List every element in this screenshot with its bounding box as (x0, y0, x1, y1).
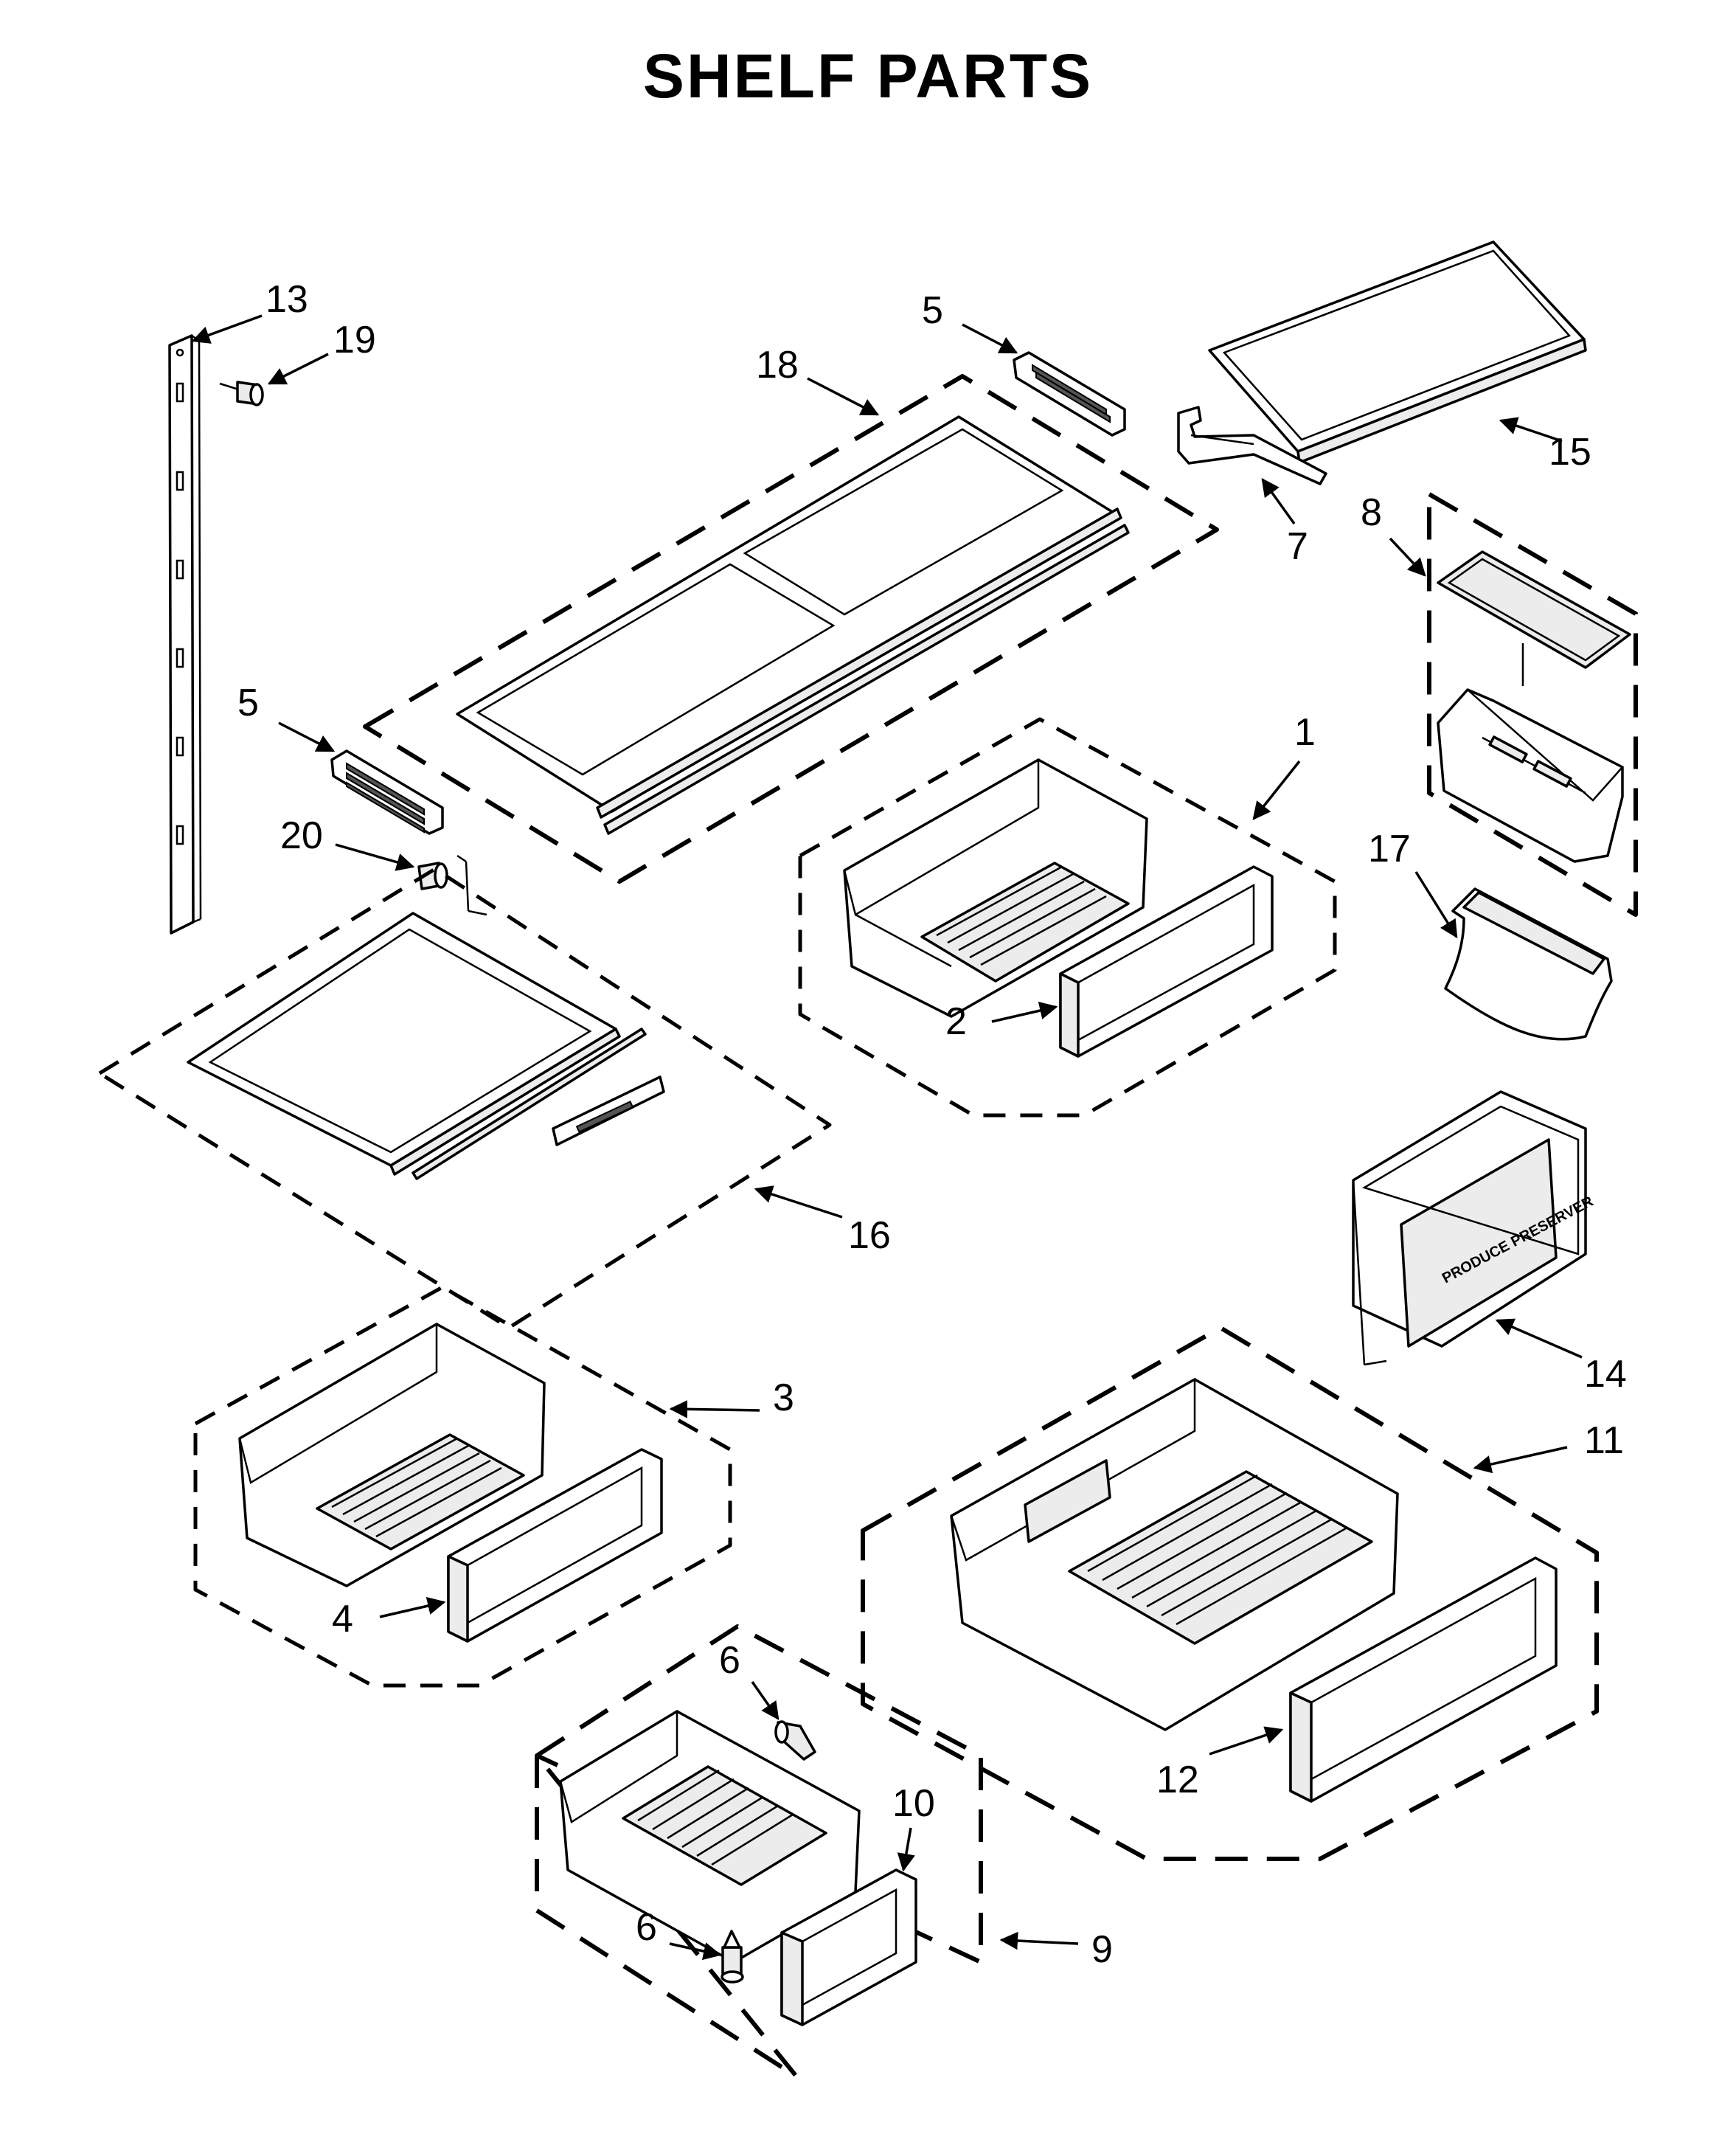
crisper-cover-17 (1444, 887, 1613, 1041)
page-title: SHELF PARTS (642, 41, 1094, 111)
drawer-front-12 (1289, 1556, 1558, 1803)
callout-leaders (191, 314, 1583, 1961)
drawer-assembly-9 (535, 1624, 983, 2079)
callout-6-upper: 6 (719, 1639, 740, 1682)
callout-19: 19 (333, 319, 376, 361)
shelf-assembly-18 (363, 374, 1219, 884)
drawer-front-10 (780, 1868, 917, 2026)
callout-15: 15 (1549, 431, 1591, 474)
callout-10: 10 (892, 1782, 935, 1825)
callout-5-upper: 5 (922, 289, 943, 332)
shelf-bracket-5-upper (1013, 351, 1126, 437)
drawer-front-2 (1059, 865, 1274, 1058)
callout-13: 13 (265, 278, 308, 321)
screw-6-lower (721, 1930, 744, 1984)
produce-preserver-14: PRODUCE PRESERVER (1352, 1090, 1597, 1366)
callout-11: 11 (1584, 1419, 1624, 1462)
shelf-ladder-rail (168, 334, 202, 935)
callout-16: 16 (848, 1214, 891, 1257)
drawer-front-4 (447, 1448, 663, 1643)
callout-7: 7 (1287, 525, 1308, 568)
callout-17: 17 (1368, 828, 1411, 870)
screw-20 (417, 854, 487, 916)
callout-1: 1 (1294, 711, 1316, 754)
callout-12: 12 (1156, 1759, 1199, 1801)
callout-6-lower: 6 (636, 1906, 657, 1949)
callout-9: 9 (1091, 1928, 1113, 1971)
callout-4: 4 (332, 1598, 353, 1641)
drawer-assembly-3 (193, 1285, 732, 1688)
callout-8: 8 (1361, 491, 1382, 534)
callout-labels: 13 19 18 5 15 7 8 5 1 20 17 2 16 14 3 11… (237, 278, 1627, 1971)
callout-14: 14 (1584, 1353, 1627, 1396)
callout-5-lower: 5 (237, 682, 259, 724)
glass-shelf-15 (1208, 240, 1587, 464)
door-bin-assembly-8 (1427, 492, 1638, 917)
shelf-assembly-16 (97, 867, 832, 1330)
screw-19 (219, 381, 264, 406)
crisper-drawer-assembly-11 (861, 1326, 1599, 1861)
shelf-bracket-5-lower (330, 749, 444, 835)
crisper-drawer-assembly-1 (798, 717, 1337, 1118)
callout-3: 3 (773, 1376, 794, 1419)
screw-6-upper (774, 1720, 816, 1761)
shelf-bracket-arm-7 (1177, 406, 1327, 485)
callout-2: 2 (945, 1000, 967, 1043)
callout-20: 20 (280, 814, 323, 857)
callout-18: 18 (756, 344, 799, 387)
